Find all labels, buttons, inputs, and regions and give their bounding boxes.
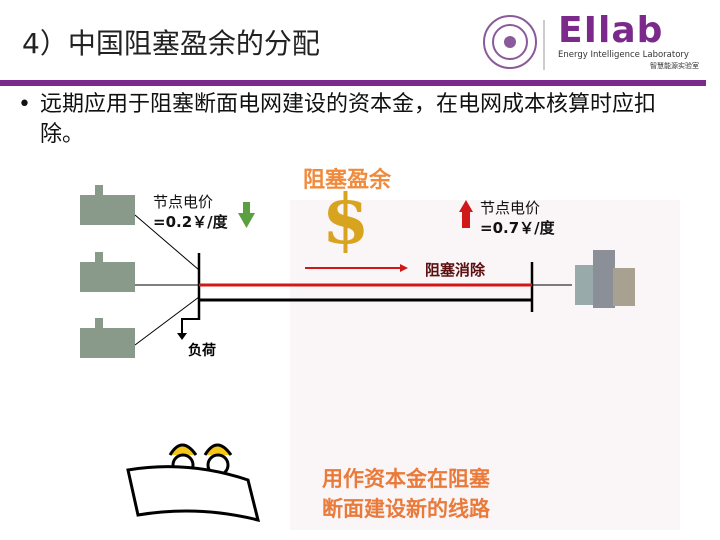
logo-subtitle-en: Energy Intelligence Laboratory: [558, 50, 689, 60]
power-plant-icon: [80, 252, 135, 292]
university-seal-icon: [483, 15, 545, 70]
logo: EIlab Energy Intelligence Laboratory 智慧能…: [478, 10, 708, 74]
logo-subtitle-cn: 智慧能源实验室: [650, 62, 699, 70]
power-plant-icon: [80, 185, 135, 225]
bullet-item: • 远期应用于阻塞断面电网建设的资本金，在电网成本核算时应扣除。: [18, 90, 698, 150]
title-divider: [0, 80, 706, 86]
left-price-label: 节点电价: [153, 193, 214, 211]
power-plant-icon: [80, 318, 135, 358]
surplus-label: 阻塞盈余: [303, 168, 392, 193]
left-price-value: =0.2￥/度: [153, 213, 228, 231]
use-caption-line1: 用作资本金在阻塞: [322, 467, 490, 491]
bullet-symbol: •: [18, 92, 31, 117]
workers-with-blueprint-icon: [126, 443, 261, 523]
right-price-label: 节点电价: [480, 199, 541, 217]
slide-title: 4）中国阻塞盈余的分配: [22, 27, 320, 60]
logo-name: EIlab: [558, 10, 664, 51]
use-caption: 用作资本金在阻塞 断面建设新的线路: [322, 464, 490, 524]
load-arrow-icon: [181, 318, 199, 335]
congestion-cleared-label: 阻塞消除: [425, 261, 486, 279]
city-building-icon: [575, 250, 635, 308]
bullet-text: 远期应用于阻塞断面电网建设的资本金，在电网成本核算时应扣除。: [40, 92, 657, 147]
use-caption-line2: 断面建设新的线路: [322, 497, 490, 521]
price-up-arrow-icon: [459, 200, 473, 228]
load-label: 负荷: [188, 343, 216, 359]
dollar-icon: $: [322, 180, 370, 260]
price-down-arrow-icon: [238, 202, 255, 228]
right-price-value: =0.7￥/度: [480, 219, 555, 237]
